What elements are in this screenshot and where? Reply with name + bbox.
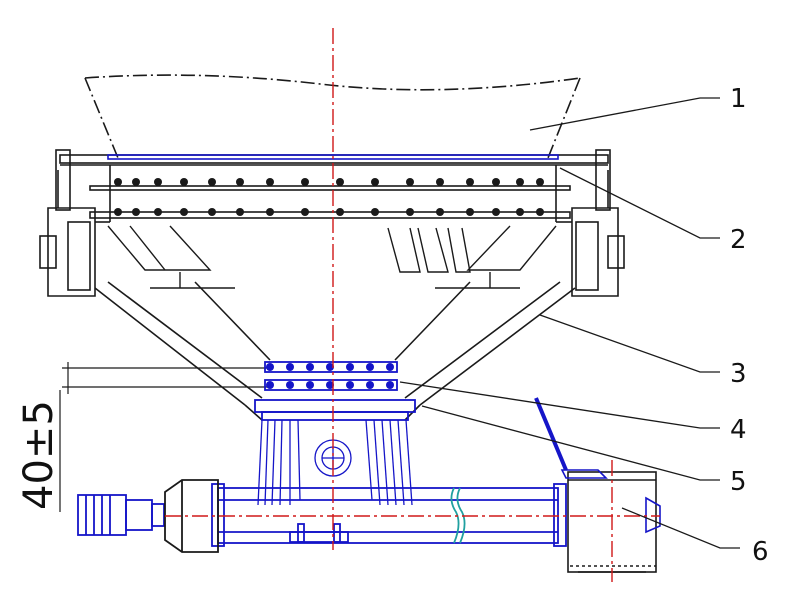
motor-gearbox bbox=[77, 479, 219, 553]
callout-6: 6 bbox=[752, 537, 769, 567]
left-bracket bbox=[39, 170, 110, 297]
leader-lines bbox=[399, 97, 740, 549]
callout-2: 2 bbox=[730, 225, 747, 255]
hopper-outline bbox=[84, 74, 581, 159]
flange-assembly bbox=[254, 361, 416, 421]
center-lines bbox=[165, 28, 660, 582]
discharge-funnel bbox=[257, 419, 413, 506]
dimension-label: 40±5 bbox=[16, 400, 62, 510]
bolt-rows-upper bbox=[114, 178, 544, 216]
callout-5: 5 bbox=[730, 467, 747, 497]
callout-4: 4 bbox=[730, 415, 747, 445]
dimension-lines bbox=[59, 362, 270, 512]
baffles bbox=[107, 225, 557, 289]
callout-3: 3 bbox=[730, 359, 747, 389]
flange-bolts bbox=[266, 363, 394, 389]
callout-1: 1 bbox=[730, 84, 747, 114]
cone bbox=[94, 281, 576, 421]
right-bracket bbox=[556, 170, 625, 297]
